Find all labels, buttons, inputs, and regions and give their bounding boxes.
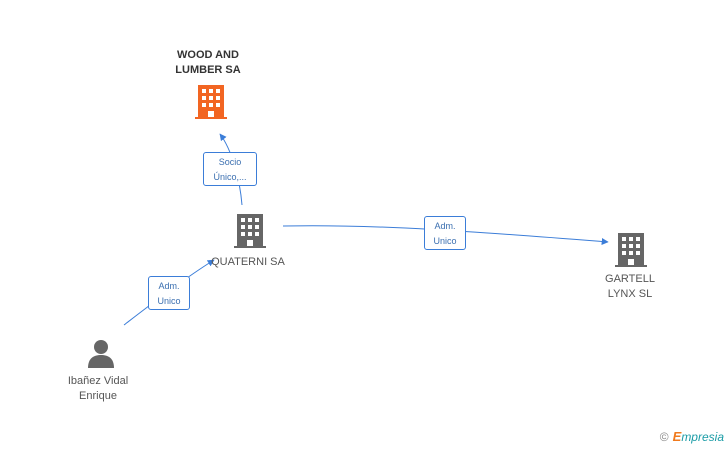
node-label-wood-and-lumber[interactable]: WOOD AND LUMBER SA: [158, 48, 258, 78]
copyright-symbol: ©: [659, 430, 669, 444]
node-label-line: LUMBER SA: [175, 64, 241, 76]
node-label-line: Ibañez Vidal: [67, 375, 129, 387]
empresia-logo: ©Empresia: [660, 429, 724, 444]
edge-label-line: Unico: [157, 296, 181, 306]
edge-label-line: Adm.: [158, 281, 180, 291]
building-icon[interactable]: [195, 85, 227, 119]
node-label-ibanez-vidal[interactable]: Ibañez Vidal Enrique: [50, 374, 146, 404]
building-icon[interactable]: [615, 233, 647, 267]
edge-label-socio-unico[interactable]: Socio Único,...: [203, 152, 257, 186]
person-icon[interactable]: [86, 338, 116, 368]
building-icon[interactable]: [234, 214, 266, 248]
brand-initial: E: [672, 429, 682, 444]
edge-label-line: Unico: [433, 236, 457, 246]
node-label-line: Enrique: [79, 390, 117, 402]
node-label-quaterni[interactable]: QUATERNI SA: [211, 256, 285, 268]
edge-label-line: Único,...: [213, 172, 247, 182]
node-label-line: WOOD AND: [177, 49, 239, 61]
brand-name: mpresia: [681, 430, 724, 444]
edge-label-adm-unico-gartell[interactable]: Adm. Unico: [424, 216, 466, 250]
node-label-line: GARTELL: [605, 273, 655, 285]
edge-label-line: Adm.: [434, 221, 456, 231]
edge-label-adm-unico-person[interactable]: Adm. Unico: [148, 276, 190, 310]
node-label-line: LYNX SL: [607, 288, 653, 300]
node-label-gartell-lynx[interactable]: GARTELL LYNX SL: [590, 272, 670, 302]
edge-label-line: Socio: [218, 157, 242, 167]
